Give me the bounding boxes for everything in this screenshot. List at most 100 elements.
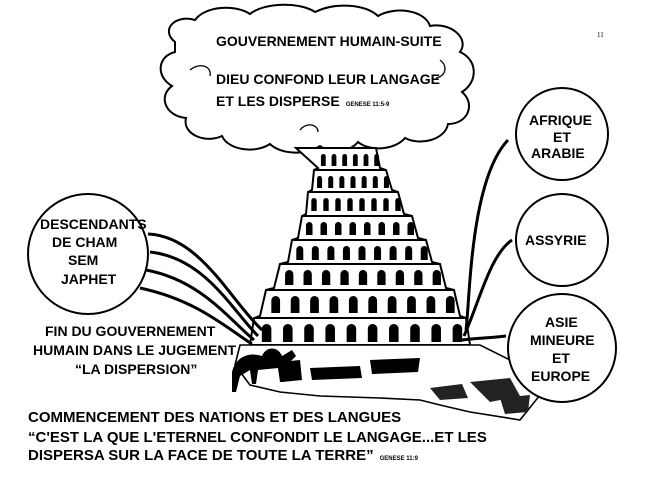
tower-arch: [387, 296, 397, 313]
left-circle-line4: JAPHET: [61, 271, 117, 287]
tower-arch: [311, 197, 317, 211]
tower-arch: [445, 296, 455, 313]
end-caption-line2: HUMAIN DANS LE JUGEMENT: [33, 342, 237, 358]
tower-arch: [358, 246, 366, 260]
tower-arch: [285, 269, 294, 285]
tower-arch: [305, 221, 313, 235]
assyria-line1: ASSYRIE: [525, 232, 587, 248]
tower-arch: [371, 197, 377, 211]
tower-arch: [377, 270, 386, 285]
right-circle-asia: [507, 293, 617, 403]
page-number: 11: [597, 31, 604, 39]
tower-arch: [335, 197, 341, 211]
tower-arch: [363, 154, 369, 166]
rubble-blocks: [430, 378, 530, 414]
tower-arch: [320, 221, 328, 235]
tower-arch: [407, 221, 415, 235]
bottom-ref: GENESE 11:9: [379, 456, 418, 462]
tower-arch: [432, 269, 441, 285]
tower-arch: [261, 323, 272, 342]
tower-arch: [283, 323, 293, 342]
tower-body: [248, 147, 472, 346]
tower-arch: [325, 323, 335, 342]
tower-arch: [372, 176, 378, 188]
tower-arch: [410, 324, 420, 342]
tower-arch: [431, 323, 441, 342]
tower-arch: [426, 296, 436, 313]
tower-arch: [367, 323, 378, 342]
cloud-ref: GENESE 11:5-9: [345, 102, 390, 108]
left-connector-lines: [139, 232, 264, 346]
tower-arch: [329, 296, 339, 313]
camel-figure: [232, 348, 296, 392]
tower-arch: [452, 323, 463, 342]
tower-arch: [349, 221, 357, 235]
tower-arch: [358, 270, 368, 285]
bottom-line2: “C'EST LA QUE L'ETERNEL CONFONDIT LE LAN…: [28, 429, 487, 446]
tower-arch: [311, 246, 319, 260]
tower-arch: [342, 153, 348, 166]
left-circle: [27, 193, 149, 315]
cloud-inner-curl: [189, 59, 446, 133]
tower-arch: [271, 296, 281, 313]
tower-arch: [317, 176, 323, 188]
africa-line1: AFRIQUE: [529, 112, 592, 128]
tower-arch: [359, 197, 365, 211]
tower-arch: [304, 324, 314, 342]
cloud-line2: ET LES DISPERSE: [216, 93, 340, 109]
tower-arch: [340, 270, 349, 285]
tower-arch: [321, 270, 331, 285]
tower-arch: [389, 323, 399, 342]
asia-line2: MINEURE: [530, 332, 595, 348]
tower-arch: [414, 270, 423, 285]
tower-arch: [310, 296, 319, 313]
tower-arch: [334, 221, 342, 235]
tower-arch: [392, 221, 400, 235]
bottom-line1: COMMENCEMENT DES NATIONS ET DES LANGUES: [28, 409, 402, 426]
tower-arch: [296, 246, 304, 260]
tower-arch: [352, 153, 358, 166]
asia-line4: EUROPE: [531, 368, 591, 384]
tower-arch: [383, 176, 389, 188]
tower-arch: [395, 269, 405, 285]
tower-arch: [361, 176, 367, 188]
tower-tier-lines: [254, 169, 466, 319]
tower-arches: [261, 153, 463, 342]
tower-arch: [374, 246, 382, 260]
asia-line3: ET: [552, 350, 570, 366]
tower-arch: [378, 221, 386, 235]
tower-arch: [347, 197, 353, 211]
left-circle-line3: SEM: [68, 252, 99, 268]
bottom-line3-wrap: DISPERSA SUR LA FACE DE TOUTE LA TERRE” G…: [28, 448, 418, 463]
tower-arch: [348, 296, 358, 313]
tower-arch: [327, 246, 335, 260]
africa-line3: ARABIE: [531, 145, 585, 161]
africa-line2: ET: [553, 129, 571, 145]
tower-arch: [342, 246, 350, 260]
tower-arch: [320, 153, 326, 166]
tower-arch: [383, 197, 389, 211]
tower-arch: [303, 270, 312, 285]
cloud-line1: DIEU CONFOND LEUR LANGAGE: [216, 71, 440, 87]
tower-arch: [346, 323, 357, 342]
tower-arch: [331, 154, 337, 166]
tower-arch: [323, 197, 329, 211]
tower-arch: [290, 296, 300, 313]
tower-arch: [368, 296, 378, 313]
right-circle-africa: [515, 87, 609, 181]
tower-arch: [328, 176, 334, 188]
tower-arch: [420, 246, 428, 260]
right-connector-lines: [461, 138, 513, 342]
cloud-title: GOUVERNEMENT HUMAIN-SUITE: [216, 33, 442, 49]
tower-arch: [405, 246, 413, 260]
bottom-line3: DISPERSA SUR LA FACE DE TOUTE LA TERRE”: [28, 447, 374, 464]
tower-arch: [389, 246, 397, 260]
tower-arch: [407, 295, 416, 313]
tower-arch: [395, 197, 401, 211]
right-circle-assyria: [515, 193, 609, 287]
cloud-shape: [159, 3, 475, 154]
cloud-line2-wrap: ET LES DISPERSE GENESE 11:5-9: [216, 94, 389, 108]
tower-arch: [350, 176, 356, 188]
tower-arch: [363, 221, 371, 235]
